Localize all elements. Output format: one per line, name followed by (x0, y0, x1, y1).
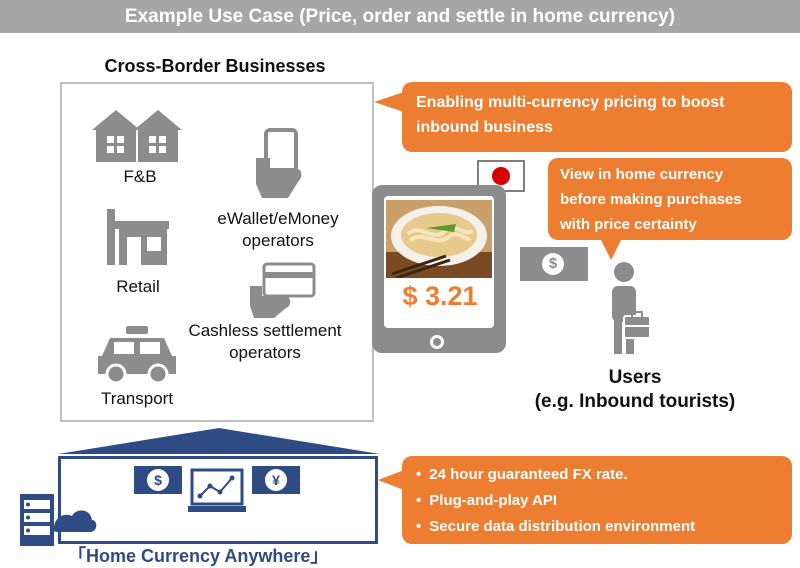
platform-name: 「Home Currency Anywhere」 (68, 546, 329, 566)
users-label: Users (e.g. Inbound tourists) (505, 366, 765, 414)
taxi-icon (98, 326, 176, 384)
feature-item: 24 hour guaranteed FX rate. (416, 462, 778, 488)
noodle-bowl-image (386, 200, 492, 278)
card-hand-icon (250, 262, 316, 318)
yen-symbol: ¥ (265, 469, 287, 491)
fb-label: F&B (123, 167, 157, 186)
home-currency-callout-line1: View in home currency (560, 166, 724, 183)
store-icon (107, 209, 169, 265)
features-callout: 24 hour guaranteed FX rate. Plug-and-pla… (402, 456, 792, 544)
up-arrow-icon (58, 428, 380, 454)
cashless-label-line2: operators (229, 343, 301, 362)
home-currency-callout: View in home currency before making purc… (548, 158, 792, 240)
dollar-coin-icon: $ (542, 253, 564, 275)
multi-currency-callout-line2: inbound business (416, 119, 553, 136)
businesses-heading: Cross-Border Businesses (104, 56, 326, 76)
tablet-home-button (430, 335, 444, 349)
server-cloud-icon (20, 494, 97, 546)
laptop-chart-icon (188, 468, 246, 512)
retail-label: Retail (116, 277, 160, 296)
multi-currency-callout: Enabling multi-currency pricing to boost… (402, 82, 792, 152)
platform-box (58, 456, 378, 544)
dollar-symbol: $ (147, 469, 169, 491)
users-label-line1: Users (608, 367, 662, 388)
page-title: Example Use Case (Price, order and settl… (0, 0, 800, 33)
ewallet-label-line1: eWallet/eMoney (217, 209, 339, 228)
ewallet-label-line2: operators (242, 231, 314, 250)
callout-pointer-view (600, 238, 622, 260)
cashless-label-line1: Cashless settlement (188, 321, 342, 340)
home-currency-callout-line3: with price certainty (560, 216, 697, 233)
callout-pointer-top (374, 92, 404, 112)
transport-label: Transport (100, 389, 174, 408)
feature-item: Plug-and-play API (416, 488, 778, 514)
price-display: $ 3.21 (402, 281, 478, 311)
mobile-phone-hand-icon (256, 128, 302, 198)
users-label-line2: (e.g. Inbound tourists) (534, 391, 736, 412)
callout-pointer-features (378, 470, 404, 490)
feature-item: Secure data distribution environment (416, 514, 778, 540)
home-currency-callout-line2: before making purchases (560, 191, 742, 208)
multi-currency-callout-line1: Enabling multi-currency pricing to boost (416, 94, 725, 111)
houses-icon (92, 110, 182, 162)
tourist-person-icon (612, 262, 651, 354)
